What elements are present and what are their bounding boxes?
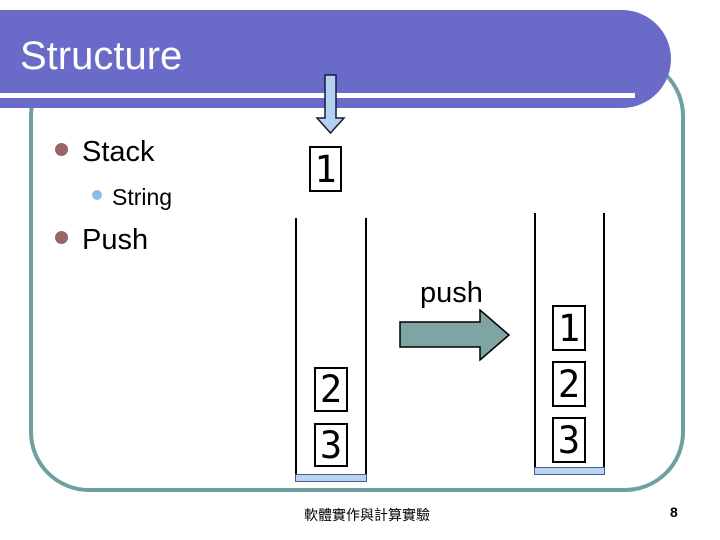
bullet-icon bbox=[55, 231, 68, 244]
stack-item-box: 3 bbox=[552, 417, 586, 463]
stack-base bbox=[295, 474, 367, 482]
bullet-icon bbox=[92, 190, 102, 200]
page-title: Structure bbox=[20, 34, 183, 78]
push-arrow-icon bbox=[399, 309, 511, 362]
footer-text: 軟體實作與計算實驗 bbox=[304, 508, 430, 524]
stack-base bbox=[534, 467, 605, 475]
stack-item-box: 3 bbox=[314, 423, 348, 467]
push-label: push bbox=[420, 277, 483, 309]
stack-before: 2 3 bbox=[295, 218, 367, 482]
stack-item-box: 1 bbox=[552, 305, 586, 351]
bullet-item-string: String bbox=[112, 184, 173, 210]
incoming-value-box: 1 bbox=[309, 146, 342, 192]
bullet-item-push: Push bbox=[82, 224, 149, 256]
bullet-icon bbox=[55, 143, 68, 156]
stack-after: 1 2 3 bbox=[534, 213, 605, 475]
header-underline bbox=[0, 93, 635, 98]
page-number: 8 bbox=[670, 504, 678, 520]
stack-item-box: 2 bbox=[314, 367, 348, 412]
stack-item-box: 2 bbox=[552, 361, 586, 407]
stack-walls bbox=[534, 213, 605, 468]
down-arrow-icon bbox=[315, 74, 346, 135]
bullet-item-stack: Stack bbox=[82, 136, 155, 168]
stack-walls bbox=[295, 218, 367, 475]
